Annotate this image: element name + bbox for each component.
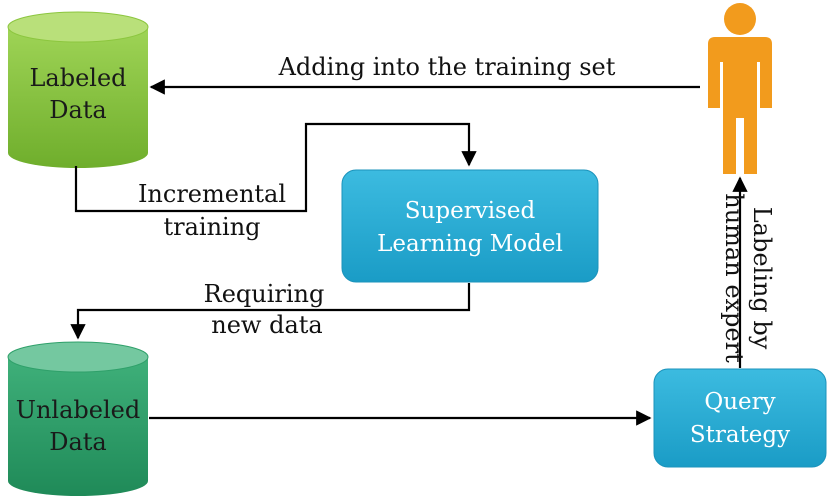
- labeled-data-top: [7, 11, 149, 43]
- labeling-label-line1: Labeling by: [748, 207, 776, 350]
- labeled-data-label-line1: Labeled: [29, 64, 126, 92]
- labeled-data-cylinder: Labeled Data: [7, 11, 149, 168]
- unlabeled-data-label-line1: Unlabeled: [16, 396, 140, 424]
- labeled-data-body: [8, 27, 148, 168]
- requiring-label-line1: Requiring: [204, 280, 325, 308]
- incremental-arrow: [74, 122, 477, 213]
- requiring-label-line2: new data: [211, 311, 322, 339]
- unlabeled-data-label-line2: Data: [49, 428, 107, 456]
- person-body: [708, 37, 772, 174]
- person-head: [724, 3, 756, 35]
- unlabeled-data-top: [7, 341, 149, 373]
- query-strategy-label-line2: Strategy: [690, 422, 790, 448]
- incremental-label-line2: training: [163, 213, 260, 241]
- query-strategy-label-line1: Query: [704, 389, 775, 415]
- labeling-label-line2: human expert: [720, 193, 748, 363]
- labeling-label-group: Labeling by human expert: [720, 193, 776, 363]
- labeled-data-label-line2: Data: [49, 96, 107, 124]
- incremental-label-line1: Incremental: [138, 180, 286, 208]
- supervised-model-rect: [341, 169, 599, 283]
- supervised-model-label-line1: Supervised: [405, 198, 536, 224]
- supervised-model-box: Supervised Learning Model: [341, 169, 599, 283]
- query-strategy-rect: [653, 368, 827, 468]
- person-icon: [708, 3, 772, 174]
- unlabeled-data-body: [8, 357, 148, 496]
- supervised-model-label-line2: Learning Model: [377, 231, 563, 257]
- adding-label: Adding into the training set: [278, 53, 616, 81]
- unlabeled-data-cylinder: Unlabeled Data: [7, 341, 149, 496]
- requiring-arrow: [70, 283, 471, 340]
- query-strategy-box: Query Strategy: [653, 368, 827, 468]
